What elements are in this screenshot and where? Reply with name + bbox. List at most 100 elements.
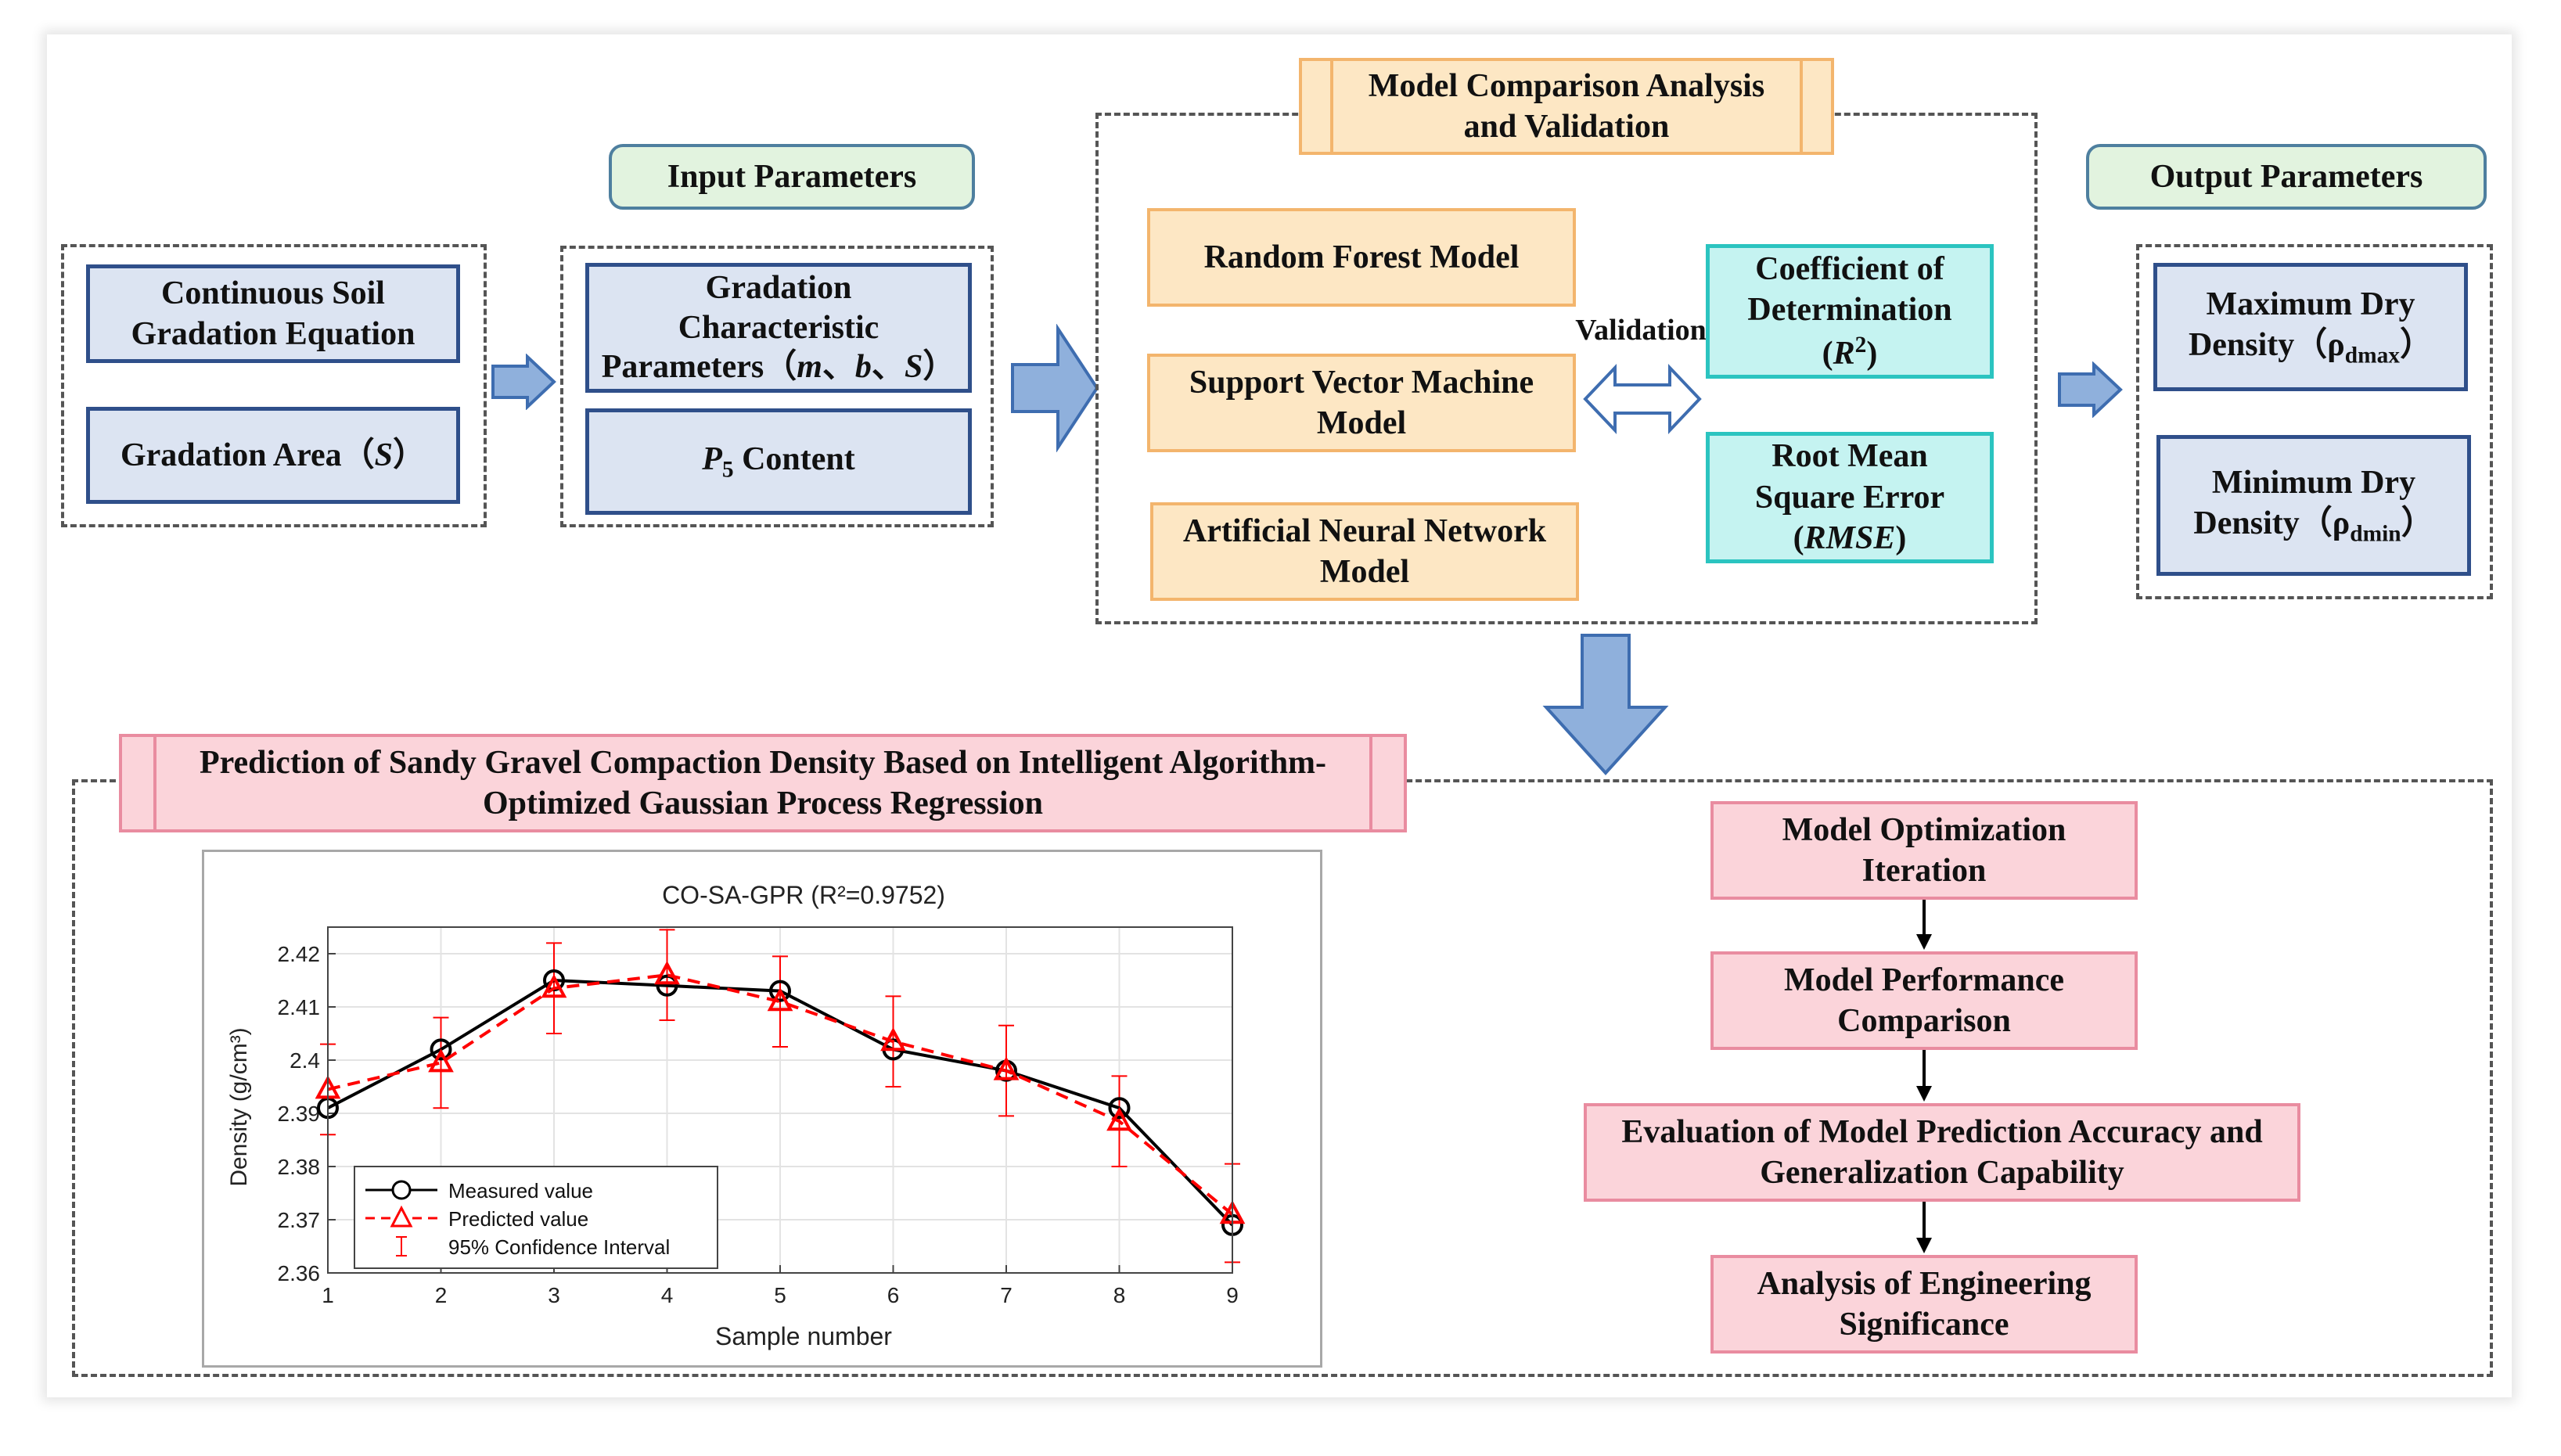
x-tick-label: 7 [1000,1283,1013,1307]
p5-content-box: P5 Content [585,408,972,515]
flow-step-3-label: Evaluation of Model Prediction Accuracy … [1621,1113,2263,1192]
x-tick-label: 9 [1226,1283,1239,1307]
cod-var: R [1833,335,1855,372]
gcp-var-m: m [797,349,822,386]
minimum-dry-density-box: Minimum Dry Density（ρdmin） [2156,435,2471,576]
equation-box-label: Continuous Soil Gradation Equation [131,275,415,353]
maximum-dry-density-box: Maximum Dry Density（ρdmax） [2153,263,2468,391]
max-text: Maximum Dry Density（ [2188,286,2415,364]
gcp-suffix: ） [923,349,956,386]
predicted-point [541,974,567,998]
cod-sup: 2 [1854,332,1867,358]
measured-point [656,974,678,997]
gcp-line-3-prefix: Parameters（ [601,349,797,386]
ann-label: Artificial Neural Network Model [1182,512,1547,591]
flow-step-2-label: Model Performance Comparison [1783,962,2064,1040]
double-arrow-icon [1583,363,1702,435]
density-chart-panel: CO-SA-GPR (R²=0.9752) Sample number Dens… [202,850,1322,1368]
min-text: Minimum Dry Density（ [2193,464,2416,542]
output-parameters-title-text: Output Parameters [2149,158,2423,195]
measured-point [430,1038,452,1061]
flow-step-3: Evaluation of Model Prediction Accuracy … [1584,1103,2300,1202]
legend-ci-label: 95% Confidence Interval [448,1235,670,1259]
legend-predicted-label: Predicted value [448,1207,588,1231]
chart-axes-frame [327,926,1233,1274]
rmse-text: Root Mean Square Error [1754,438,1945,516]
chart-ylabel: Density (g/cm³) [226,1027,252,1186]
p5-sub: 5 [721,457,734,483]
p5-content-label: P5 Content [702,439,855,484]
gradation-area-box: Gradation Area（S） [86,407,460,504]
predicted-point [993,1056,1020,1080]
legend-measured-marker [391,1180,412,1200]
density-chart: CO-SA-GPR (R²=0.9752) Sample number Dens… [226,881,1246,1350]
chart-title: CO-SA-GPR (R²=0.9752) [662,881,945,909]
max-sub: dmax [2344,343,2401,368]
input-parameters-title-text: Input Parameters [667,158,917,195]
min-close: ） [2401,505,2434,542]
gradation-area-suffix: ） [393,437,426,473]
y-tick-label: 2.36 [278,1261,321,1285]
x-tick-label: 1 [322,1283,334,1307]
y-tick-label: 2.39 [278,1102,321,1126]
output-parameters-title: Output Parameters [2086,144,2487,210]
prediction-title-text: Prediction of Sandy Gravel Compaction De… [199,744,1327,822]
min-dry-density-label: Minimum Dry Density（ρdmin） [2171,462,2456,549]
predicted-point [654,961,680,985]
arrow-right-icon [491,354,556,410]
measured-point [1108,1097,1131,1120]
x-tick-label: 2 [435,1283,448,1307]
gradation-characteristic-parameters-box: Gradation Characteristic Parameters（m、b、… [585,263,972,393]
gradation-area-label: Gradation Area（S） [120,435,426,476]
gcp-sep-2: 、 [871,349,905,386]
rmse-label: Root Mean Square Error(RMSE) [1754,438,1945,557]
arrow-right-icon [2058,361,2123,418]
input-parameters-group [560,246,994,527]
max-close: ） [2400,327,2433,364]
continuous-soil-gradation-equation-box: Continuous Soil Gradation Equation [86,264,460,363]
predicted-point [428,1048,454,1073]
flow-arrow-icon [1916,1202,1932,1253]
gcp-line-3: Parameters（m、b、S） [602,347,956,386]
output-parameters-group [2136,244,2493,599]
prediction-title: Prediction of Sandy Gravel Compaction De… [119,734,1407,832]
flow-step-1-label: Model Optimization Iteration [1782,811,2066,890]
svm-label: Support Vector Machine Model [1189,364,1534,442]
support-vector-machine-model-box: Support Vector Machine Model [1147,354,1576,452]
chart-legend: Measured value Predicted value 95% Confi… [354,1166,718,1269]
gcp-line-2: Characteristic [678,309,879,346]
y-tick-label: 2.38 [278,1155,321,1179]
chart-xlabel: Sample number [715,1322,892,1350]
min-sub: dmin [2350,521,2401,547]
y-tick-label: 2.37 [278,1208,321,1232]
measured-point [769,980,791,1002]
gradation-area-var: S [374,437,394,473]
coefficient-of-determination-box: Coefficient of Determination(R2) [1706,244,1994,379]
flow-step-4-label: Analysis of Engineering Significance [1757,1265,2092,1343]
y-tick-label: 2.4 [290,1048,320,1073]
x-tick-label: 5 [774,1283,786,1307]
gcp-var-s: S [904,349,923,386]
artificial-neural-network-model-box: Artificial Neural Network Model [1150,502,1579,601]
random-forest-model-box: Random Forest Model [1147,208,1576,307]
x-tick-label: 4 [661,1283,674,1307]
y-tick-label: 2.41 [278,995,321,1019]
gradation-equation-group [61,244,487,527]
arrow-right-large-icon [1011,324,1099,452]
gcp-sep-1: 、 [822,349,855,386]
arrow-down-icon [1542,634,1669,775]
y-tick-label: 2.42 [278,942,321,966]
validation-label: Validation [1575,314,1707,347]
x-tick-label: 6 [887,1283,900,1307]
gradation-area-prefix: Gradation Area（ [120,437,375,473]
predicted-point [767,987,793,1012]
rmse-var: RMSE [1804,520,1896,557]
model-comparison-title: Model Comparison Analysis and Validation [1299,58,1834,155]
p5-suffix: Content [733,440,855,477]
model-comparison-title-text: Model Comparison Analysis and Validation [1368,67,1765,146]
flow-step-4: Analysis of Engineering Significance [1710,1255,2138,1354]
gcp-line-1: Gradation [705,270,852,307]
predicted-point [1106,1107,1132,1131]
x-tick-label: 8 [1113,1283,1126,1307]
